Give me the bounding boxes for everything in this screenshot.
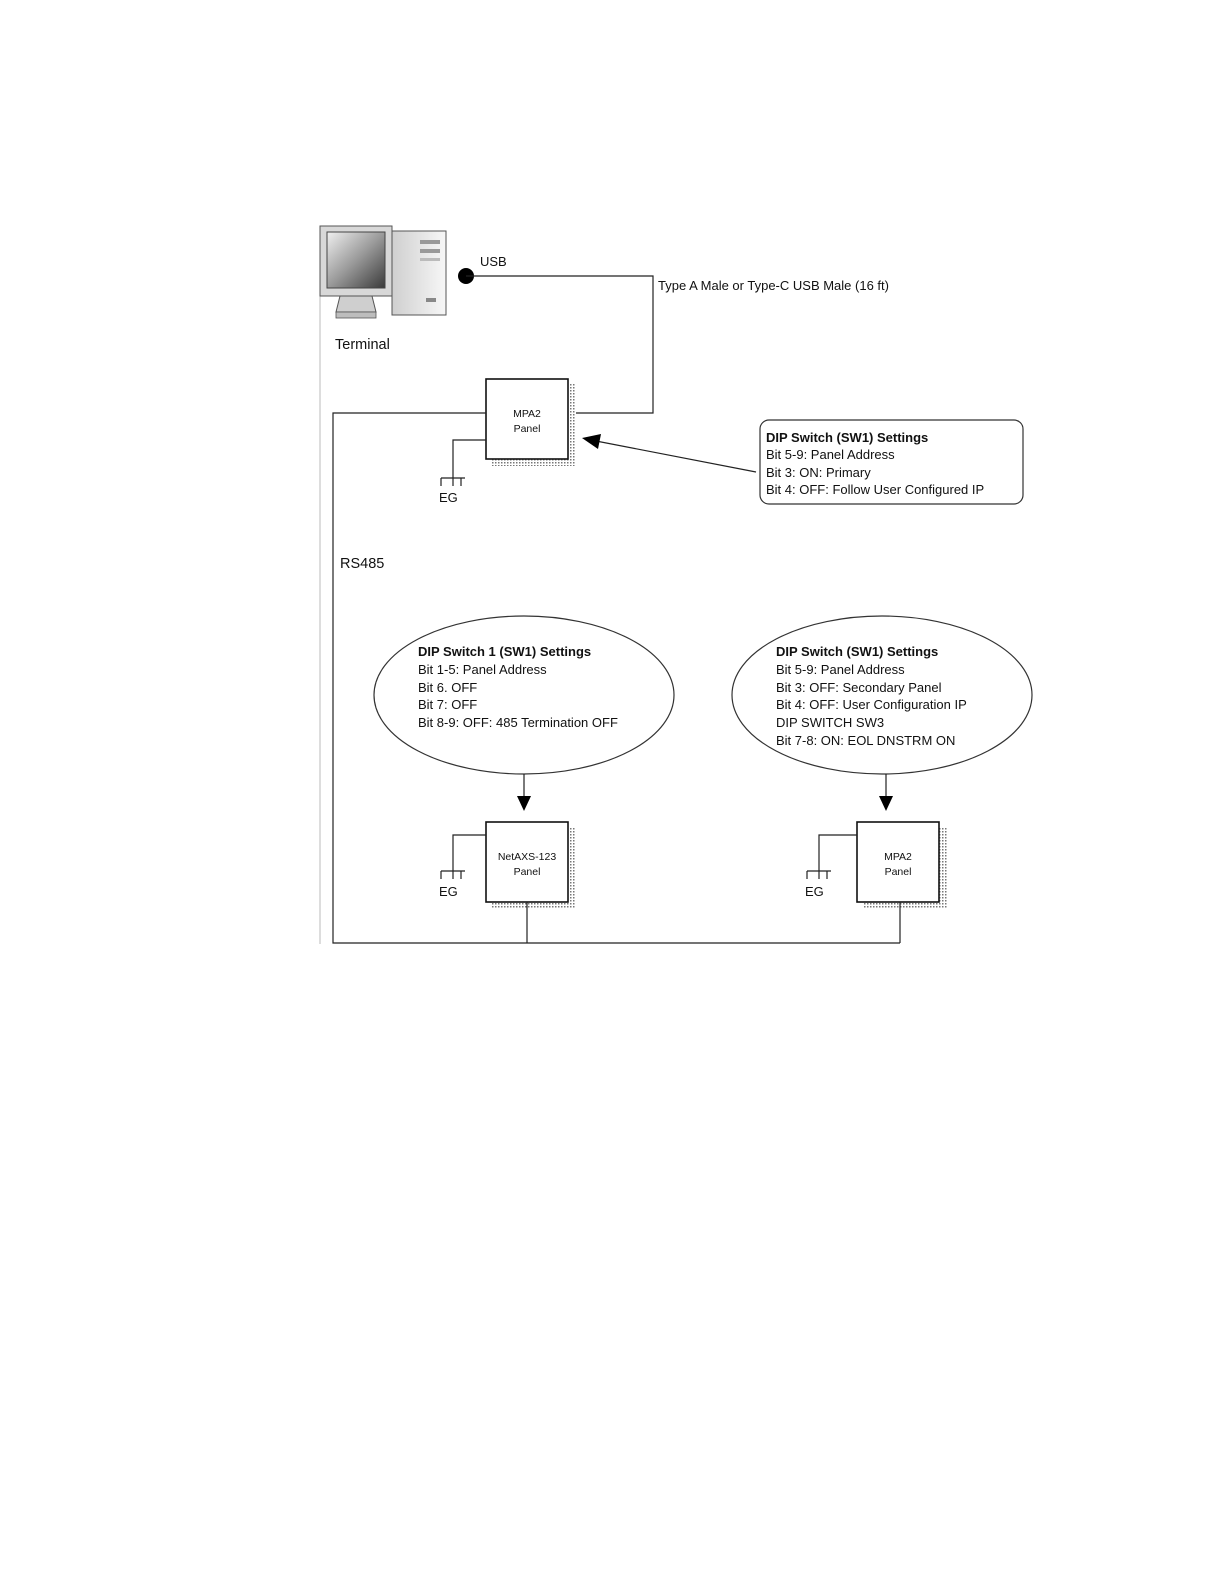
callout-title: DIP Switch (SW1) Settings — [766, 430, 928, 445]
callout-title: DIP Switch (SW1) Settings — [776, 644, 938, 659]
callout-line: Bit 5-9: Panel Address — [776, 662, 905, 677]
callout-line: Bit 1-5: Panel Address — [418, 662, 547, 677]
secondary-mpa2-panel: MPA2 Panel — [856, 821, 947, 909]
ground-label: EG — [805, 884, 824, 899]
callout-line: Bit 3: ON: Primary — [766, 465, 871, 480]
panel-model-label: NetAXS-123 — [498, 851, 557, 863]
callout-pointer-line — [595, 440, 757, 473]
callout-title: DIP Switch 1 (SW1) Settings — [418, 644, 591, 659]
usb-port-label: USB — [480, 254, 507, 269]
ground-icon — [806, 870, 831, 879]
callout-arrowhead — [582, 434, 601, 449]
ground-label: EG — [439, 884, 458, 899]
callout-line: Bit 5-9: Panel Address — [766, 447, 895, 462]
rs485-bus-line — [332, 412, 900, 944]
callout-line: Bit 7-8: ON: EOL DNSTRM ON — [776, 733, 955, 748]
secondary-dip-settings-callout: DIP Switch (SW1) Settings Bit 5-9: Panel… — [731, 615, 1033, 775]
usb-cable-label: Type A Male or Type-C USB Male (16 ft) — [658, 278, 889, 293]
callout-line: Bit 3: OFF: Secondary Panel — [776, 680, 942, 695]
panel-model-label: MPA2 — [513, 408, 541, 420]
ground-wire — [452, 439, 486, 478]
usb-cable-line — [466, 275, 654, 414]
ground-label: EG — [439, 490, 458, 505]
panel-model-label: MPA2 — [884, 851, 912, 863]
netaxs-dip-settings-callout: DIP Switch 1 (SW1) Settings Bit 1-5: Pan… — [373, 615, 675, 775]
ground-icon — [440, 477, 465, 486]
panel-type-label: Panel — [885, 866, 912, 878]
callout-arrowhead — [879, 796, 893, 811]
netaxs-123-panel: NetAXS-123 Panel — [485, 821, 576, 909]
callout-line: Bit 6. OFF — [418, 680, 477, 695]
callout-line: Bit 4: OFF: User Configuration IP — [776, 697, 967, 712]
panel-type-label: Panel — [514, 866, 541, 878]
primary-dip-settings-callout: DIP Switch (SW1) Settings Bit 5-9: Panel… — [759, 419, 1024, 505]
terminal-label: Terminal — [335, 337, 390, 353]
callout-line: Bit 8-9: OFF: 485 Termination OFF — [418, 715, 618, 730]
callout-line: DIP SWITCH SW3 — [776, 715, 884, 730]
ground-wire — [818, 834, 857, 871]
panel-type-label: Panel — [514, 423, 541, 435]
callout-arrowhead — [517, 796, 531, 811]
callout-line: Bit 4: OFF: Follow User Configured IP — [766, 482, 984, 497]
rs485-label: RS485 — [340, 556, 384, 572]
desktop-computer-icon — [319, 225, 447, 319]
ground-icon — [440, 870, 465, 879]
ground-wire — [452, 834, 486, 871]
primary-mpa2-panel: MPA2 Panel — [485, 378, 576, 466]
callout-line: Bit 7: OFF — [418, 697, 477, 712]
